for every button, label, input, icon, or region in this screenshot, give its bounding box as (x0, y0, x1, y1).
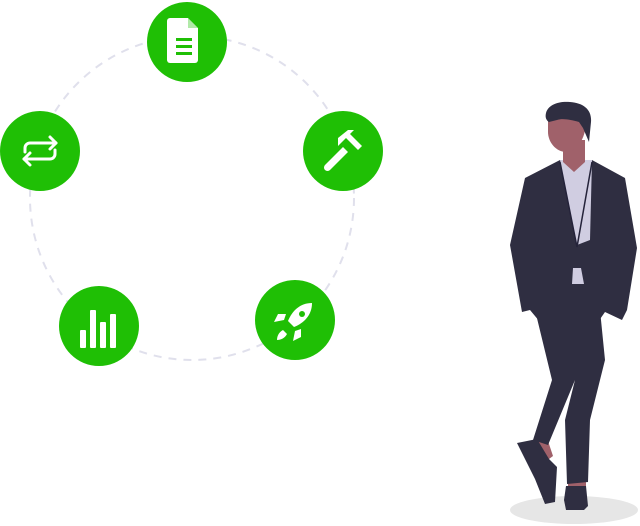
bar-chart-badge (59, 286, 139, 366)
repeat-icon (22, 135, 58, 167)
document-badge (147, 2, 227, 82)
rocket-badge (255, 280, 335, 360)
standing-man (510, 101, 638, 524)
repeat-badge (0, 111, 80, 191)
rocket-icon (274, 303, 312, 341)
dashed-ring (29, 35, 355, 361)
hammer-badge (303, 111, 383, 191)
hammer-icon (323, 130, 362, 172)
document-icon (167, 18, 198, 63)
bar-chart-icon (80, 310, 116, 348)
